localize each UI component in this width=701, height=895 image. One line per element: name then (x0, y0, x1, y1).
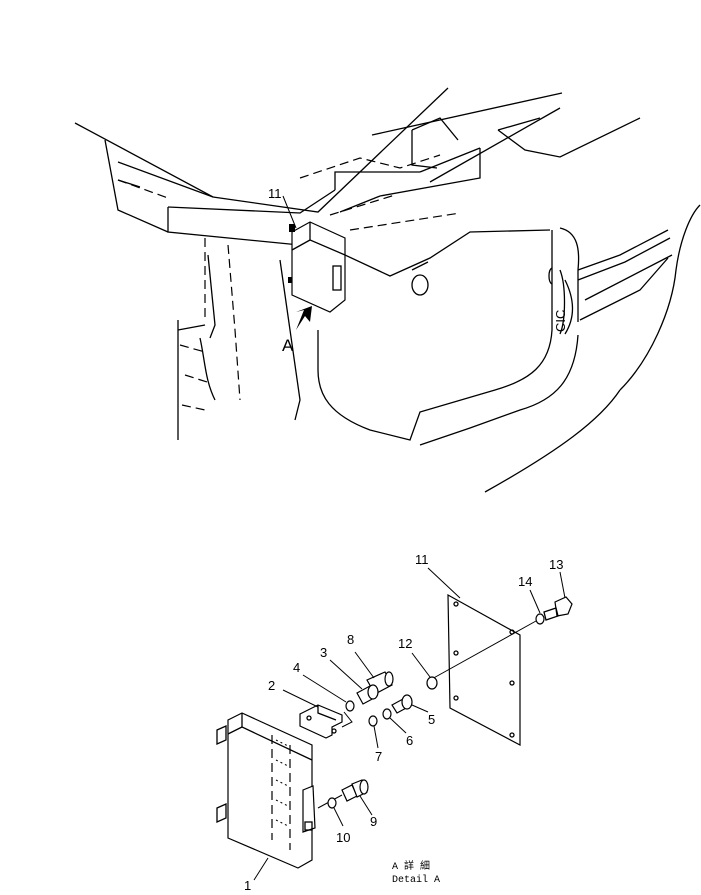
label-6: 6 (406, 733, 413, 748)
caption-jp: A 詳 細 (392, 859, 430, 873)
label-8: 8 (347, 632, 354, 647)
washer-12 (426, 676, 438, 690)
bolt-5 (391, 694, 413, 714)
label-13: 13 (549, 557, 563, 572)
callout-11-label: 11 (268, 186, 282, 201)
label-11: 11 (415, 552, 429, 567)
label-7: 7 (375, 749, 382, 764)
detail-a: 1 2 3 4 5 6 7 8 9 10 11 12 13 14 A 詳 細 D… (216, 552, 573, 893)
label-1: 1 (244, 878, 251, 893)
label-10: 10 (336, 830, 350, 845)
view-arrow-label: A (282, 336, 294, 355)
controller-installed (288, 221, 346, 313)
label-12: 12 (398, 636, 412, 651)
label-2: 2 (268, 678, 275, 693)
bracket-2 (299, 704, 353, 739)
label-14: 14 (518, 574, 532, 589)
bolt-9 (317, 779, 369, 809)
washer-7 (368, 715, 378, 727)
label-5: 5 (428, 712, 435, 727)
bracket-plate-11 (447, 593, 521, 746)
bolt-13 (429, 596, 573, 681)
label-9: 9 (370, 814, 377, 829)
controller-box-1 (216, 712, 316, 869)
caption-en: Detail A (392, 874, 440, 886)
machine-overview: 11 A CIC (74, 87, 701, 493)
washer-4 (345, 700, 355, 712)
view-arrow: A (282, 306, 312, 355)
label-3: 3 (320, 645, 327, 660)
hinge-mark: CIC (553, 310, 568, 332)
washer-6 (382, 708, 392, 720)
washer-10 (327, 797, 337, 809)
label-4: 4 (293, 660, 300, 675)
bolt-3 (356, 684, 379, 705)
